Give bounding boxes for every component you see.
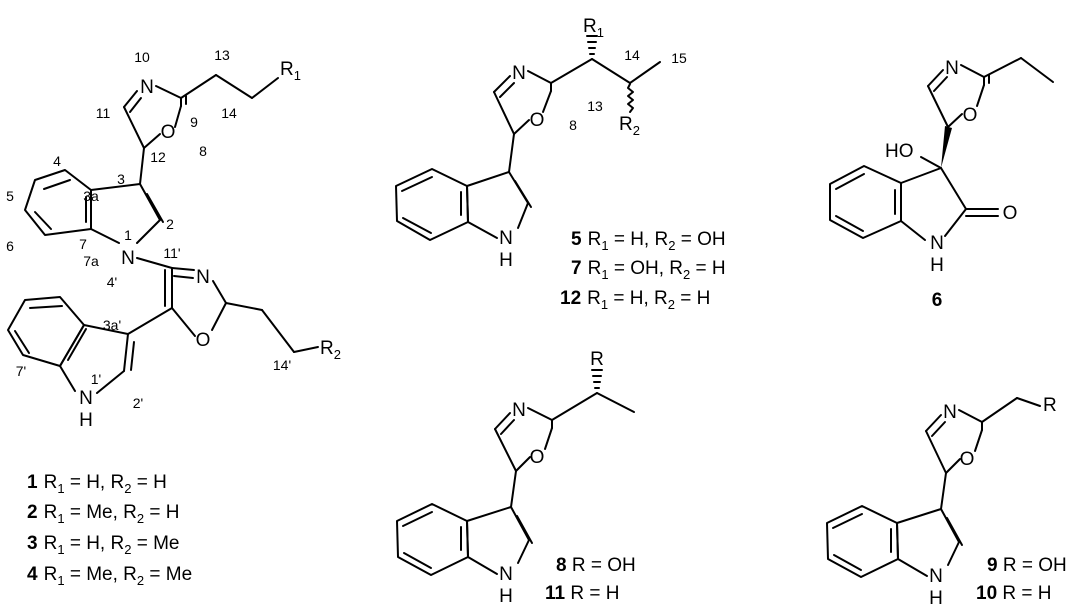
atom-o: O bbox=[530, 110, 545, 131]
locant: 14' bbox=[273, 357, 291, 373]
atom-n: N bbox=[512, 400, 526, 421]
atom-n: N bbox=[499, 228, 513, 249]
locant: 3a' bbox=[103, 317, 121, 333]
locant: 12 bbox=[150, 149, 166, 165]
locant: 13 bbox=[587, 98, 603, 114]
r1-label: R1 bbox=[280, 59, 301, 83]
structure-6: N O HO O N H 6 bbox=[829, 57, 1054, 311]
hydroxyl-label: HO bbox=[885, 141, 914, 162]
atom-o: O bbox=[530, 447, 545, 468]
atom-n: N bbox=[945, 58, 959, 79]
locant: 6 bbox=[6, 238, 14, 254]
locant: 10 bbox=[134, 49, 150, 65]
r2-label: R2 bbox=[619, 114, 640, 138]
locant: 9 bbox=[190, 114, 198, 130]
atom-h: H bbox=[499, 250, 513, 271]
locant: 8 bbox=[199, 143, 207, 159]
locant: 11 bbox=[96, 105, 111, 121]
structure-5-7-12: N O N H R1 R2 13 14 15 8 bbox=[395, 16, 687, 271]
locant: 14 bbox=[221, 105, 237, 121]
atom-h: H bbox=[929, 588, 943, 607]
atom-o: O bbox=[1003, 203, 1018, 224]
locant: 14 bbox=[624, 47, 640, 63]
r-label: R bbox=[1043, 395, 1057, 416]
r-label: R bbox=[590, 349, 604, 370]
locant: 13 bbox=[214, 47, 230, 63]
structure-9-10: N O N H R bbox=[826, 395, 1057, 607]
atom-n: N bbox=[499, 564, 513, 585]
structure-8-11: N O N H R bbox=[396, 349, 635, 607]
atom-n: N bbox=[929, 566, 943, 587]
captions-8-11: 8 R = OH 11 R = H bbox=[545, 555, 636, 604]
atom-n: N bbox=[79, 388, 93, 409]
atom-n: N bbox=[930, 233, 944, 254]
caption-compound-8: 8 R = OH bbox=[556, 555, 636, 576]
locant: 4 bbox=[53, 153, 61, 169]
locant: 11' bbox=[163, 245, 180, 261]
caption-compound-11: 11 R = H bbox=[545, 583, 619, 604]
r2-label: R2 bbox=[320, 338, 341, 362]
locant: 1 bbox=[124, 227, 132, 243]
atom-n: N bbox=[121, 248, 135, 269]
atom-h: H bbox=[499, 586, 513, 607]
atom-o: O bbox=[963, 105, 978, 126]
locant: 2' bbox=[133, 395, 143, 411]
r1-label: R1 bbox=[583, 16, 604, 40]
locant: 1' bbox=[91, 371, 101, 387]
atom-o: O bbox=[960, 449, 975, 470]
atom-n: N bbox=[943, 402, 957, 423]
atom-o: O bbox=[161, 122, 176, 143]
atom-h: H bbox=[930, 255, 944, 276]
locant: 5 bbox=[6, 188, 14, 204]
locant: 3 bbox=[117, 171, 125, 187]
locant: 7a bbox=[83, 253, 99, 269]
atom-o: O bbox=[196, 330, 211, 351]
locant: 15 bbox=[671, 50, 687, 66]
caption-compound-9: 9 R = OH bbox=[987, 555, 1067, 576]
atom-h: H bbox=[79, 410, 93, 431]
locant: 2 bbox=[166, 216, 174, 232]
captions-9-10: 9 R = OH 10 R = H bbox=[976, 555, 1067, 604]
atom-n: N bbox=[196, 267, 210, 288]
caption-compound-6: 6 bbox=[932, 290, 943, 311]
atom-n: N bbox=[512, 63, 526, 84]
locant: 3a bbox=[83, 188, 99, 204]
locant: 8 bbox=[569, 117, 577, 133]
atom-n: N bbox=[140, 77, 154, 98]
locant: 7' bbox=[16, 363, 26, 379]
structure-1-4: N O N N O N H R1 R2 10 13 14 11 9 8 12 4… bbox=[6, 47, 341, 431]
locant: 4' bbox=[107, 274, 117, 290]
locant: 7 bbox=[79, 236, 87, 252]
caption-compound-10: 10 R = H bbox=[976, 583, 1052, 604]
